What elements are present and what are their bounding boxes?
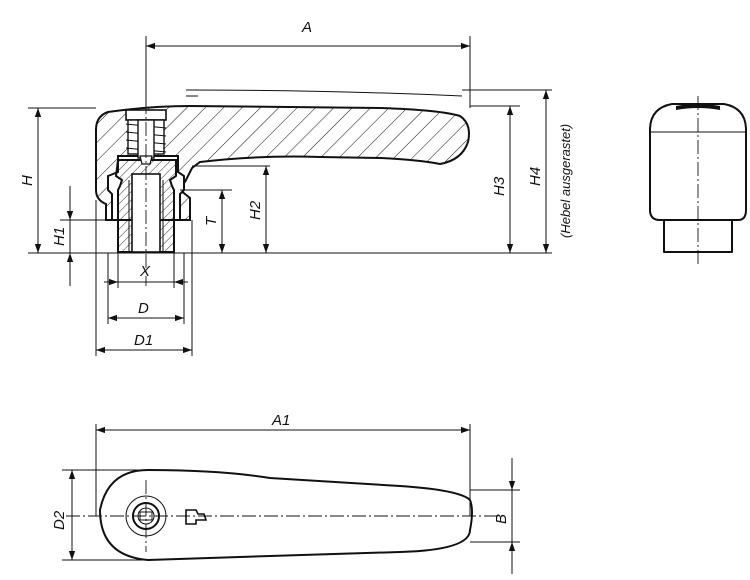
dim-label-A1: A1 [271, 412, 290, 429]
dim-label-H: H [19, 175, 36, 186]
dim-label-X: X [139, 263, 151, 280]
end-view [649, 96, 747, 264]
dim-label-D: D [138, 300, 149, 317]
dim-label-A: A [301, 19, 312, 36]
dim-label-H4: H4 [527, 167, 544, 186]
dim-label-D2: D2 [51, 510, 68, 530]
side-section-view: A H H1 T H2 H3 H4 (Hebel ausgerastet) X [19, 19, 573, 356]
logo-mark [185, 509, 208, 525]
dim-label-T: T [203, 215, 220, 226]
dim-label-H1: H1 [51, 227, 68, 246]
dim-label-H2: H2 [247, 200, 264, 220]
dim-note-H4: (Hebel ausgerastet) [558, 124, 573, 238]
lever-section [95, 104, 470, 221]
dim-label-H3: H3 [491, 176, 508, 196]
dim-label-B: B [493, 514, 510, 524]
top-view: A1 D2 B [51, 412, 520, 574]
dim-label-D1: D1 [134, 332, 153, 349]
lever-top-outline [99, 469, 473, 561]
